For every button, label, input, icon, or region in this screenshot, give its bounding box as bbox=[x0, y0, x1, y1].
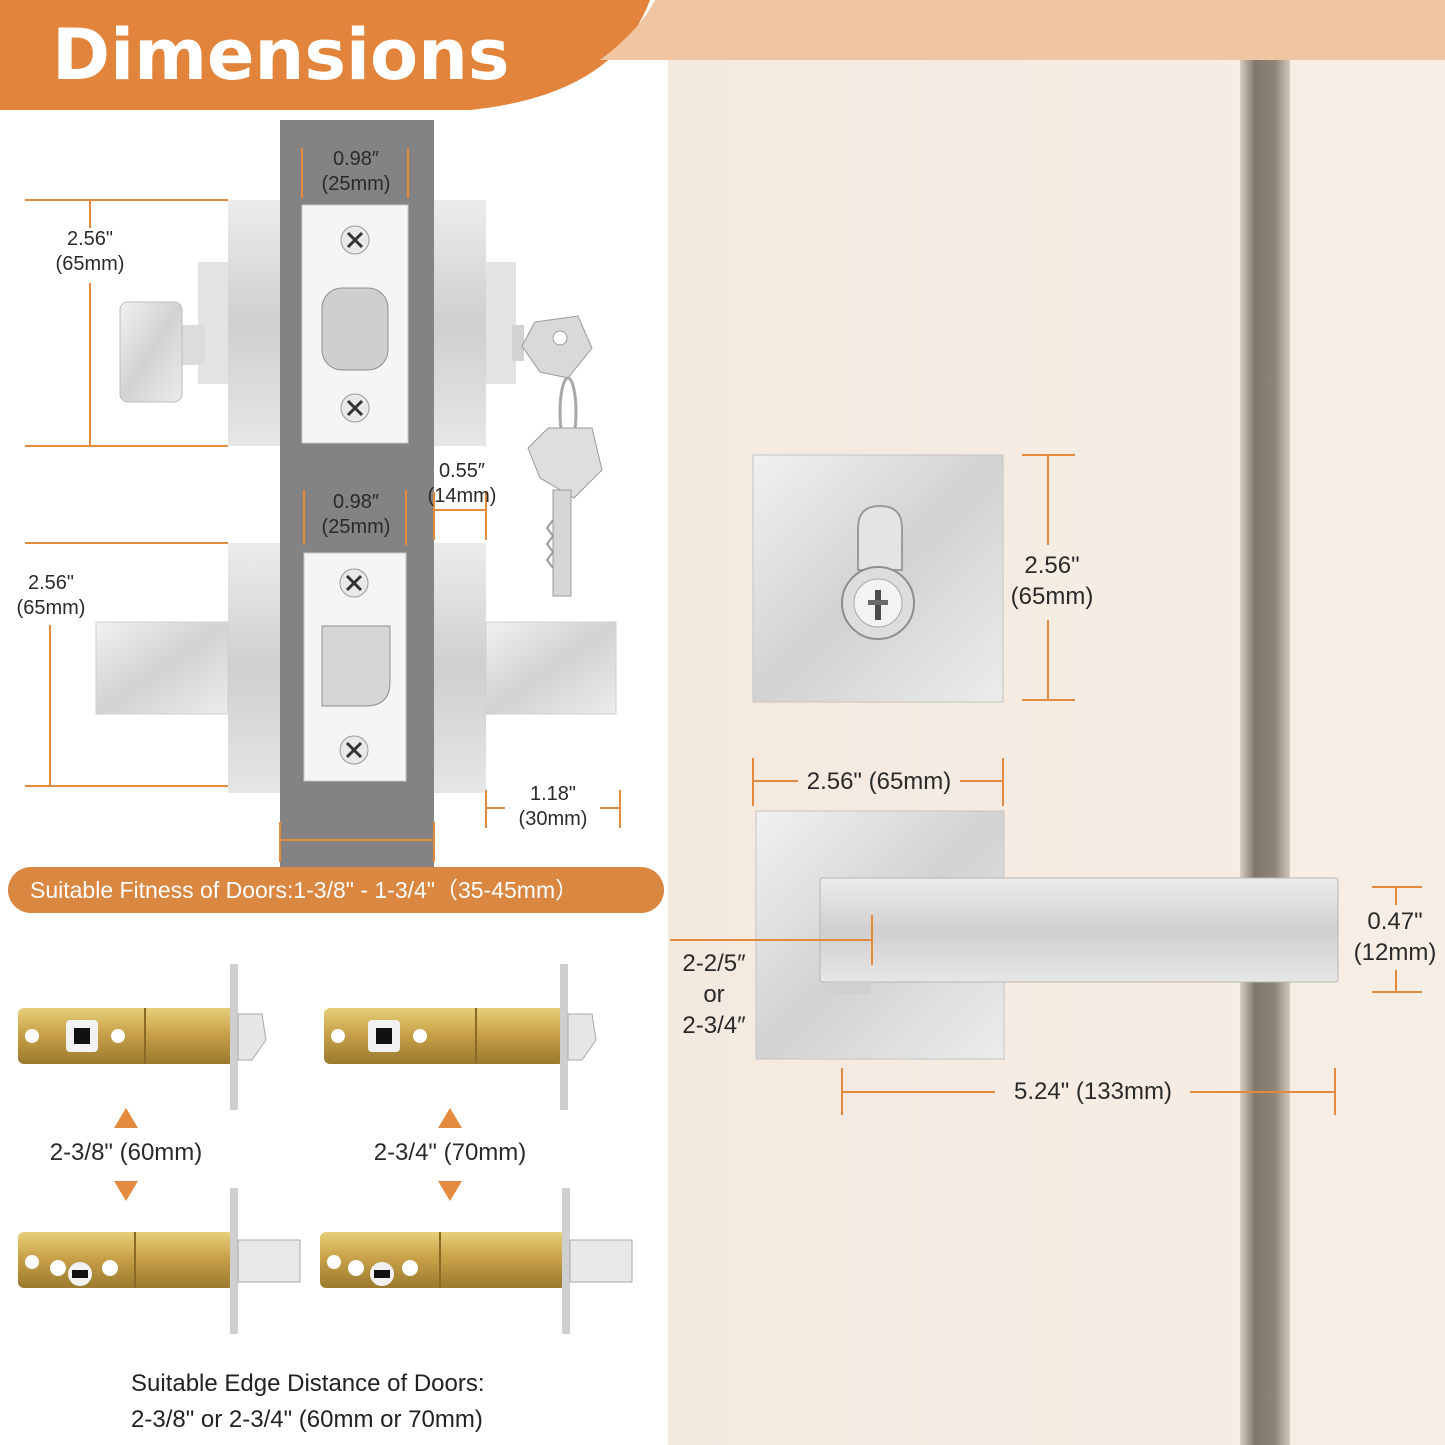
rose-height-mm: (65mm) bbox=[55, 253, 125, 275]
door-thickness-banner: Suitable Fitness of Doors:1-3/8" - 1-3/4… bbox=[8, 867, 664, 913]
lever-depth-mm: (30mm) bbox=[518, 808, 588, 830]
latch-faceplate-width-mm: (25mm) bbox=[321, 516, 391, 538]
rose-height-label: 2.56" (65mm) bbox=[45, 227, 135, 277]
latch-option-60mm: 2-3/8" (60mm) bbox=[49, 1139, 203, 1166]
wall-surface bbox=[1290, 60, 1445, 1445]
arrow-up-icon bbox=[438, 1108, 462, 1128]
arrow-down-icon bbox=[114, 1181, 138, 1201]
door-frame bbox=[1240, 60, 1290, 1445]
arrow-down-icon bbox=[438, 1181, 462, 1201]
rose-height-in: 2.56" bbox=[66, 228, 114, 250]
latch-60mm bbox=[18, 964, 267, 1110]
deadbolt-latch-70mm bbox=[320, 1188, 633, 1334]
deadbolt-latch-60mm bbox=[18, 1188, 301, 1334]
edge-note-line2: 2-3/8" or 2-3/4" (60mm or 70mm) bbox=[131, 1406, 483, 1433]
deadbolt-height-in: 2.56" bbox=[1024, 552, 1080, 579]
backset-b: 2-3/4″ bbox=[682, 1012, 746, 1039]
lever-rose-height-label: 2.56" (65mm) bbox=[6, 571, 96, 621]
lever-depth-label: 1.18" (30mm) bbox=[508, 782, 598, 832]
lever-thickness-in: 0.47" bbox=[1367, 908, 1423, 935]
lever-thickness-mm: (12mm) bbox=[1353, 939, 1437, 966]
latch-faceplate-width-label: 0.98″ (25mm) bbox=[310, 490, 402, 540]
rose-thickness-label: 0.55″ (14mm) bbox=[416, 459, 508, 509]
key-icon bbox=[521, 315, 603, 597]
backset-or: or bbox=[703, 981, 725, 1008]
faceplate-width-label: 0.98″ (25mm) bbox=[310, 147, 402, 197]
arrow-up-icon bbox=[114, 1108, 138, 1128]
faceplate-width-mm: (25mm) bbox=[321, 173, 391, 195]
rose-thickness-in: 0.55″ bbox=[438, 460, 485, 482]
latch-70mm bbox=[324, 964, 597, 1110]
door-lever bbox=[755, 810, 1339, 1060]
phillips-screw-icon bbox=[340, 225, 370, 255]
lever-exploded bbox=[95, 543, 617, 793]
page-title: Dimensions bbox=[52, 14, 510, 96]
lever-rose-height-in: 2.56" bbox=[27, 572, 75, 594]
latch-faceplate-width-in: 0.98″ bbox=[332, 491, 379, 513]
latch-option-70mm: 2-3/4" (70mm) bbox=[373, 1139, 527, 1166]
lever-depth-in: 1.18" bbox=[529, 783, 577, 805]
door-deadbolt bbox=[752, 454, 1004, 703]
rose-thickness-mm: (14mm) bbox=[427, 485, 497, 507]
edge-note-line1: Suitable Edge Distance of Doors: bbox=[131, 1370, 485, 1397]
phillips-screw-icon bbox=[339, 568, 369, 598]
backset-a: 2-2/5″ bbox=[682, 950, 746, 977]
header-stripe bbox=[600, 0, 1445, 60]
lever-thickness-label: 0.47" (12mm) bbox=[1348, 906, 1442, 968]
phillips-screw-icon bbox=[339, 735, 369, 765]
lever-rose-height-mm: (65mm) bbox=[16, 597, 86, 619]
backset-label: 2-2/5″ or 2-3/4″ bbox=[672, 948, 756, 1041]
left-dimension-lines bbox=[25, 148, 621, 862]
right-dimension-lines bbox=[670, 454, 1422, 1115]
lever-length-label: 5.24" (133mm) bbox=[1014, 1078, 1172, 1105]
title-banner bbox=[0, 0, 650, 110]
keyhole-icon bbox=[841, 566, 915, 640]
edge-distance-note: Suitable Edge Distance of Doors: 2-3/8" … bbox=[131, 1366, 485, 1438]
deadbolt-exploded bbox=[119, 200, 603, 597]
banner-pointer bbox=[340, 850, 364, 868]
deadbolt-height-label: 2.56" (65mm) bbox=[1002, 550, 1102, 612]
faceplate-width-in: 0.98″ bbox=[332, 148, 379, 170]
lever-rose-width-label: 2.56" (65mm) bbox=[806, 768, 952, 795]
phillips-screw-icon bbox=[340, 393, 370, 423]
deadbolt-height-mm: (65mm) bbox=[1010, 583, 1094, 610]
